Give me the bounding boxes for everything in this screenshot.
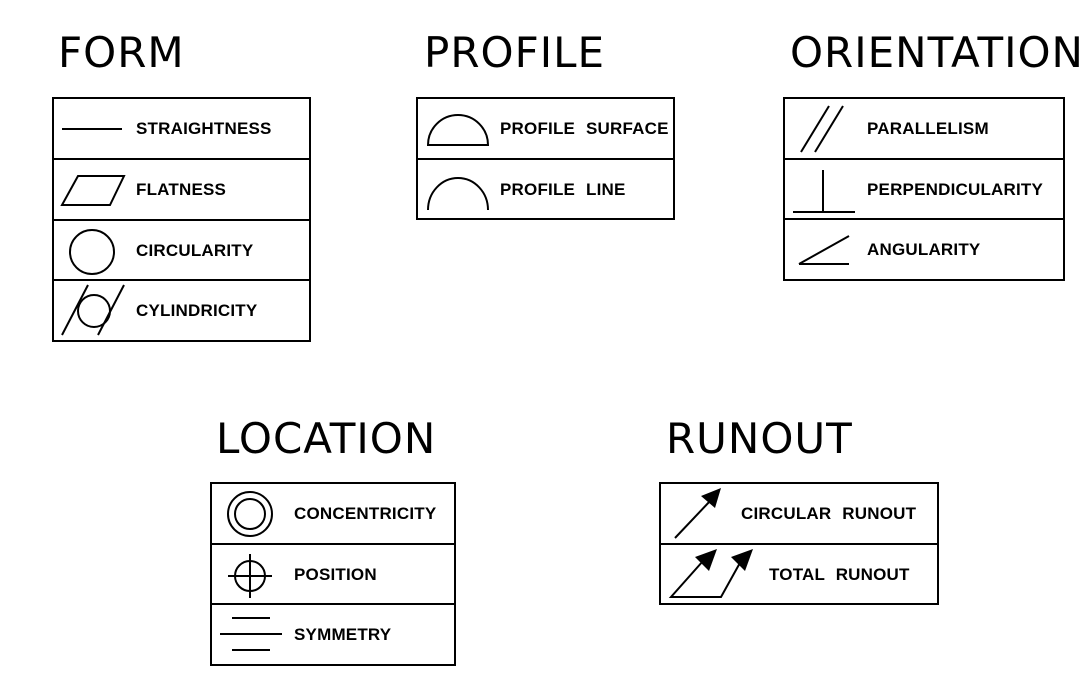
- orientation-box: PARALLELISM PERPENDICULARITY ANGULARITY: [783, 97, 1065, 281]
- form-label-straightness: STRAIGHTNESS: [136, 119, 272, 138]
- form-label-flatness: FLATNESS: [136, 179, 227, 199]
- runout-title: RUNOUT: [666, 414, 853, 463]
- location-row-symmetry: SYMMETRY: [212, 605, 454, 664]
- profile-surface-icon: [418, 99, 494, 158]
- circularity-icon: [54, 221, 130, 280]
- orientation-row-angularity: ANGULARITY: [785, 220, 1063, 279]
- orientation-row-parallelism: PARALLELISM: [785, 99, 1063, 160]
- form-label-cylindricity: CYLINDRICITY: [136, 301, 258, 321]
- location-box: CONCENTRICITY POSITION SYMMETRY: [210, 482, 456, 666]
- profile-box: PROFILE SURFACE PROFILE LINE: [416, 97, 675, 220]
- runout-row-total: TOTAL RUNOUT: [661, 545, 937, 604]
- runout-box: CIRCULAR RUNOUT TOTAL RUNOUT: [659, 482, 939, 605]
- symmetry-icon: [212, 605, 288, 664]
- profile-title: PROFILE: [424, 28, 606, 77]
- cylindricity-icon: [54, 281, 130, 340]
- orientation-label-parallelism: PARALLELISM: [867, 119, 989, 138]
- orientation-label-perpendicularity: PERPENDICULARITY: [867, 179, 1044, 199]
- orientation-title: ORIENTATION: [790, 28, 1084, 77]
- runout-row-circular: CIRCULAR RUNOUT: [661, 484, 937, 545]
- form-row-circularity: CIRCULARITY: [54, 221, 309, 282]
- circular-runout-icon: [661, 484, 741, 543]
- orientation-row-perpendicularity: PERPENDICULARITY: [785, 160, 1063, 221]
- form-box: STRAIGHTNESS FLATNESS CIRCULARITY CYLIND…: [52, 97, 311, 342]
- form-title: FORM: [58, 28, 185, 77]
- concentricity-icon: [212, 484, 288, 543]
- runout-label-total: TOTAL RUNOUT: [769, 564, 910, 584]
- form-row-straightness: STRAIGHTNESS: [54, 99, 309, 160]
- profile-row-line: PROFILE LINE: [418, 160, 673, 219]
- parallelism-icon: [785, 99, 861, 158]
- form-label-circularity: CIRCULARITY: [136, 240, 254, 260]
- profile-row-surface: PROFILE SURFACE: [418, 99, 673, 160]
- position-icon: [212, 545, 288, 604]
- profile-label-line: PROFILE LINE: [500, 179, 626, 199]
- flatness-icon: [54, 160, 130, 219]
- location-label-concentricity: CONCENTRICITY: [294, 504, 437, 523]
- profile-label-surface: PROFILE SURFACE: [500, 119, 669, 138]
- runout-label-circular: CIRCULAR RUNOUT: [741, 504, 917, 523]
- profile-line-icon: [418, 160, 494, 219]
- location-title: LOCATION: [216, 414, 437, 463]
- angularity-icon: [785, 220, 861, 279]
- location-label-symmetry: SYMMETRY: [294, 625, 392, 645]
- perpendicularity-icon: [785, 160, 861, 219]
- total-runout-icon: [661, 545, 761, 604]
- location-row-concentricity: CONCENTRICITY: [212, 484, 454, 545]
- orientation-label-angularity: ANGULARITY: [867, 240, 981, 260]
- straightness-icon: [54, 99, 130, 158]
- location-row-position: POSITION: [212, 545, 454, 606]
- form-row-flatness: FLATNESS: [54, 160, 309, 221]
- location-label-position: POSITION: [294, 564, 377, 584]
- form-row-cylindricity: CYLINDRICITY: [54, 281, 309, 340]
